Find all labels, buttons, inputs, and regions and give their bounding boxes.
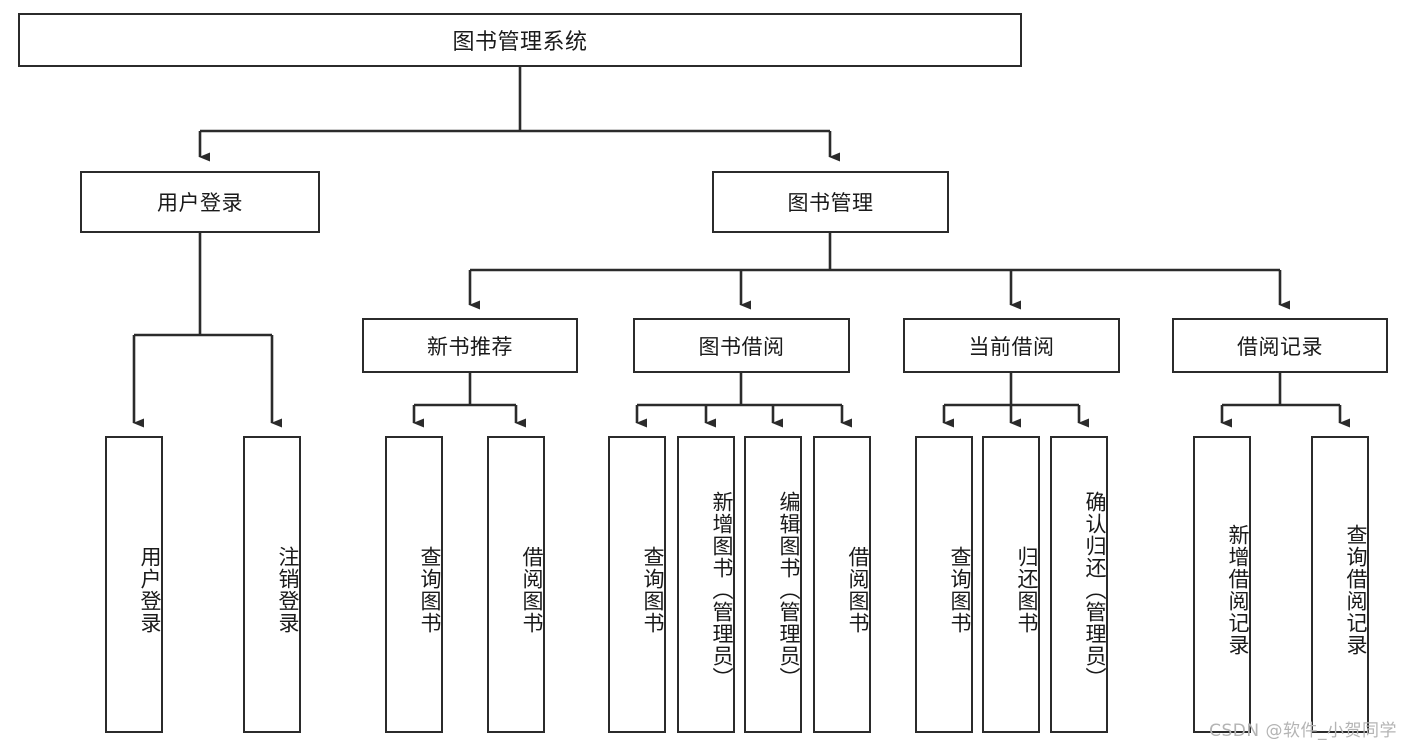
node-book-borrow[interactable]: 图书借阅	[633, 318, 850, 373]
node-current-borrow[interactable]: 当前借阅	[903, 318, 1120, 373]
node-user-login[interactable]: 用户登录	[80, 171, 320, 233]
node-book-management[interactable]: 图书管理	[712, 171, 949, 233]
node-borrow-record[interactable]: 借阅记录	[1172, 318, 1388, 373]
leaf-borrow-book-new-recommend[interactable]: 借阅图书	[487, 436, 545, 733]
leaf-query-book-new-recommend[interactable]: 查询图书	[385, 436, 443, 733]
leaf-user-login[interactable]: 用户登录	[105, 436, 163, 733]
leaf-add-book-admin[interactable]: 新增图书（管理员）	[677, 436, 735, 733]
leaf-confirm-return-admin[interactable]: 确认归还（管理员）	[1050, 436, 1108, 733]
leaf-query-book-current[interactable]: 查询图书	[915, 436, 973, 733]
leaf-borrow-book-borrow[interactable]: 借阅图书	[813, 436, 871, 733]
leaf-query-book-borrow[interactable]: 查询图书	[608, 436, 666, 733]
leaf-return-book[interactable]: 归还图书	[982, 436, 1040, 733]
node-new-book-recommend[interactable]: 新书推荐	[362, 318, 578, 373]
leaf-query-borrow-record[interactable]: 查询借阅记录	[1311, 436, 1369, 733]
node-root-system[interactable]: 图书管理系统	[18, 13, 1022, 67]
leaf-edit-book-admin[interactable]: 编辑图书（管理员）	[744, 436, 802, 733]
leaf-add-borrow-record[interactable]: 新增借阅记录	[1193, 436, 1251, 733]
csdn-watermark: CSDN @软件_小贺同学	[1209, 721, 1397, 741]
leaf-logout-login[interactable]: 注销登录	[243, 436, 301, 733]
